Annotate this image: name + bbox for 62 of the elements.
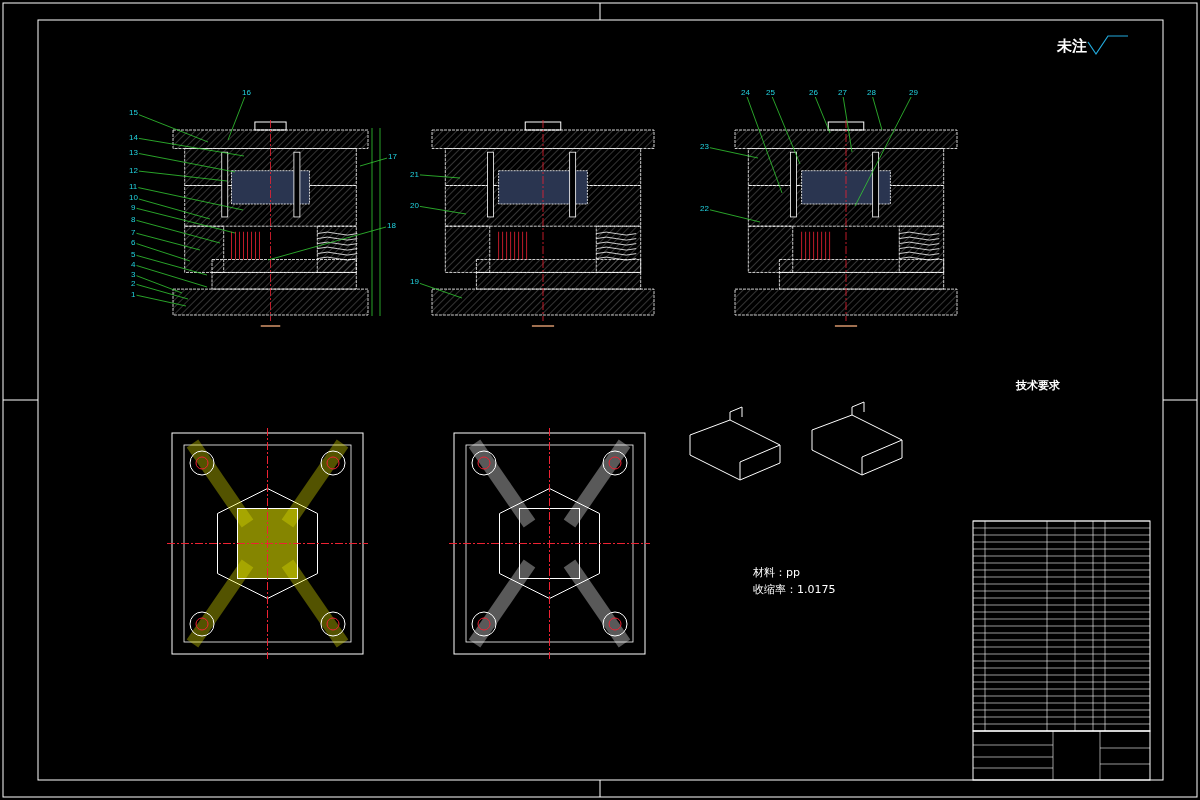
leader-line (227, 96, 246, 141)
leader-line (137, 187, 244, 211)
callout-number: 18 (386, 221, 397, 230)
callout-number: 1 (130, 290, 137, 299)
leader-line (136, 243, 191, 262)
leader-line (419, 174, 461, 179)
callout-number: 24 (740, 88, 751, 97)
leader-line (136, 265, 208, 288)
leader-line (746, 96, 783, 194)
callout-number: 14 (128, 133, 139, 142)
leader-line (136, 255, 208, 276)
notes-heading: 技术要求 (1016, 378, 1060, 393)
callout-number: 15 (128, 108, 139, 117)
leader-line (138, 138, 245, 157)
callout-number: 8 (130, 215, 137, 224)
leader-line (136, 284, 189, 300)
callout-number: 7 (130, 228, 137, 237)
leader-line (419, 283, 463, 299)
callout-number: 9 (130, 203, 137, 212)
leader-line (136, 220, 221, 244)
callout-number: 13 (128, 148, 139, 157)
leader-line (267, 226, 387, 261)
leader-line (709, 209, 761, 223)
leader-line (138, 170, 228, 182)
leader-line (138, 153, 236, 173)
leader-line (771, 96, 801, 165)
callout-number: 6 (130, 238, 137, 247)
leader-line (842, 96, 853, 153)
callout-number: 5 (130, 250, 137, 259)
callout-number: 27 (837, 88, 848, 97)
note-text: 未注 (1057, 37, 1087, 56)
callout-number: 28 (866, 88, 877, 97)
callout-number: 11 (128, 182, 139, 191)
callout-number: 26 (808, 88, 819, 97)
leader-line (359, 157, 388, 167)
leader-line (138, 114, 209, 143)
leader-line (814, 96, 831, 134)
callout-number: 3 (130, 270, 137, 279)
callout-number: 21 (409, 170, 420, 179)
callout-number: 19 (409, 277, 420, 286)
callout-number: 23 (699, 142, 710, 151)
callout-number: 22 (699, 204, 710, 213)
leader-line (136, 207, 236, 234)
callout-number: 17 (387, 152, 398, 161)
callout-number: 2 (130, 279, 137, 288)
leader-line (872, 96, 883, 131)
callout-number: 29 (908, 88, 919, 97)
callout-number: 10 (128, 193, 139, 202)
callout-number: 20 (409, 201, 420, 210)
spec-text: 收缩率：1.0175 (753, 582, 836, 597)
leader-line (136, 275, 183, 294)
leader-line (138, 198, 211, 220)
spec-text: 材料：pp (753, 565, 800, 580)
leader-line (709, 147, 759, 159)
callout-number: 16 (241, 88, 252, 97)
leader-line (136, 232, 201, 251)
callout-number: 4 (130, 260, 137, 269)
callout-number: 25 (765, 88, 776, 97)
leader-line (136, 294, 187, 307)
callout-number: 12 (128, 166, 139, 175)
leader-line (419, 206, 467, 215)
leader-line (854, 96, 912, 207)
